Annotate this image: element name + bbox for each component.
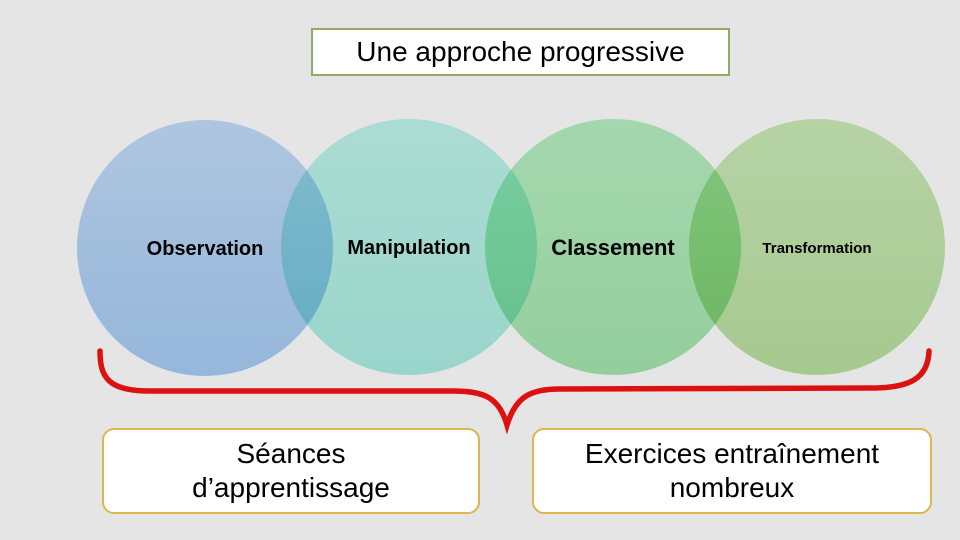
- outcome-box-exercices: Exercices entraînement nombreux: [532, 428, 932, 514]
- circle-label-classement: Classement: [551, 235, 675, 260]
- circle-label-manipulation: Manipulation: [347, 236, 471, 259]
- outcome-box-exercices-text: Exercices entraînement nombreux: [584, 438, 880, 503]
- circle-transformation: Transformation: [689, 119, 945, 375]
- outcome-box-seances-text: Séances d’apprentissage: [192, 438, 390, 503]
- title-box: Une approche progressive: [311, 28, 730, 76]
- slide-title: Une approche progressive: [356, 36, 685, 67]
- circle-label-transformation: Transformation: [762, 239, 872, 257]
- outcome-box-seances: Séances d’apprentissage: [102, 428, 480, 514]
- circle-label-observation: Observation: [146, 237, 264, 260]
